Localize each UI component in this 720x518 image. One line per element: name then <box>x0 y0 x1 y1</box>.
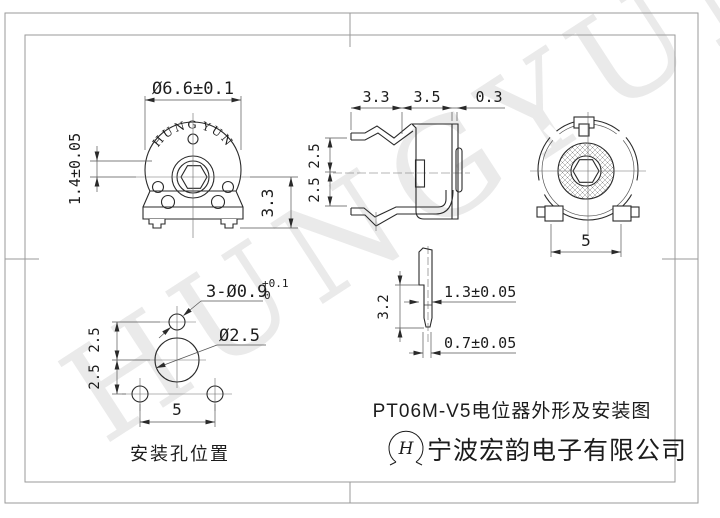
front-side-hole-left <box>151 180 165 194</box>
logo-omega-icon <box>388 430 424 463</box>
back-centerlines <box>530 112 646 234</box>
mounting-dim-holes-tol-lower: 0 <box>264 289 271 302</box>
front-view: HUNG YUN Ø6.6±0.1 1.4±0.05 <box>66 79 298 238</box>
side-left-dim-1: 2.5 <box>307 143 323 168</box>
front-dim-diameter: Ø6.6±0.1 <box>152 79 234 99</box>
mounting-dim-width: 5 <box>172 400 182 419</box>
back-view: 5 <box>530 112 646 257</box>
back-dim-width: 5 <box>581 231 591 250</box>
mounting-view: 2.5 2.5 5 3-Ø0.9 +0.1 0 Ø2.5 安装孔位置 <box>87 277 289 464</box>
mounting-center-hole <box>154 337 200 383</box>
side-mid-pin <box>414 159 426 188</box>
front-centerlines <box>136 113 250 238</box>
mounting-caption: 安装孔位置 <box>130 444 230 464</box>
mounting-bottom-dim-lines <box>139 404 216 427</box>
pin-dim-tip: 0.7±0.05 <box>444 334 516 352</box>
mounting-hole-right <box>206 385 224 403</box>
title-block: PT06M-V5电位器外形及安装图 H 宁波宏韵电子有限公司 <box>373 400 687 466</box>
front-foot-right <box>220 219 238 229</box>
pin-view: 3.2 1.3±0.05 0.7±0.05 <box>376 246 516 358</box>
mounting-hole-left <box>131 385 149 403</box>
side-bottom-leg-lower <box>351 189 454 227</box>
back-notches <box>531 124 645 198</box>
brand-arc-right: YUN <box>199 118 234 149</box>
brand-arc-left: HUNG <box>149 118 196 150</box>
mounting-dim-center-hole: Ø2.5 <box>219 326 260 346</box>
company-name: 宁波宏韵电子有限公司 <box>427 437 687 465</box>
side-dim-2: 3.5 <box>413 88 440 106</box>
back-top-tab <box>573 116 595 137</box>
front-lower-hole-right <box>210 194 226 210</box>
back-dim-lines <box>550 224 622 257</box>
front-dim-bottom-height: 3.3 <box>258 189 277 218</box>
front-dim-height: 1.4±0.05 <box>66 133 84 205</box>
side-top-leg-lower <box>351 130 414 146</box>
mounting-center-hole-leader <box>155 344 266 369</box>
company-logo <box>388 430 424 466</box>
frame-outer-border <box>4 12 699 504</box>
pin-dim-width: 1.3±0.05 <box>444 283 516 301</box>
side-right-boss <box>455 147 463 193</box>
front-foot-left <box>148 219 166 229</box>
logo-letter: H <box>398 439 415 459</box>
side-top-leg-upper <box>351 123 412 139</box>
front-dim-diameter-lines <box>144 96 242 150</box>
side-body <box>410 123 459 220</box>
side-view: 3.3 3.5 0.3 2.5 2.5 <box>307 88 505 231</box>
mounting-dim-holes-tol-upper: +0.1 <box>262 277 289 290</box>
side-top-dim-lines <box>350 107 505 134</box>
front-dim-height-lines <box>90 146 152 192</box>
side-dim-1: 3.3 <box>362 88 389 106</box>
pin-outline <box>418 247 433 328</box>
mounting-left-dim-1: 2.5 <box>87 327 103 352</box>
side-bottom-leg-upper <box>351 190 447 218</box>
mounting-hole-top <box>168 313 186 331</box>
drawing-title: PT06M-V5电位器外形及安装图 <box>373 400 652 422</box>
mounting-dim-holes: 3-Ø0.9 <box>206 282 267 302</box>
front-lower-hole-left <box>160 194 176 210</box>
front-side-hole-right <box>221 180 235 194</box>
svg-text:HUNG: HUNG <box>149 118 198 150</box>
back-feet <box>536 205 640 222</box>
drawing-frame <box>4 12 699 504</box>
svg-text:YUN: YUN <box>199 118 236 149</box>
side-left-dim-2: 2.5 <box>307 177 323 202</box>
pin-dim-length: 3.2 <box>376 294 392 319</box>
side-dim-3: 0.3 <box>475 88 502 106</box>
mounting-left-dim-2: 2.5 <box>87 364 103 389</box>
